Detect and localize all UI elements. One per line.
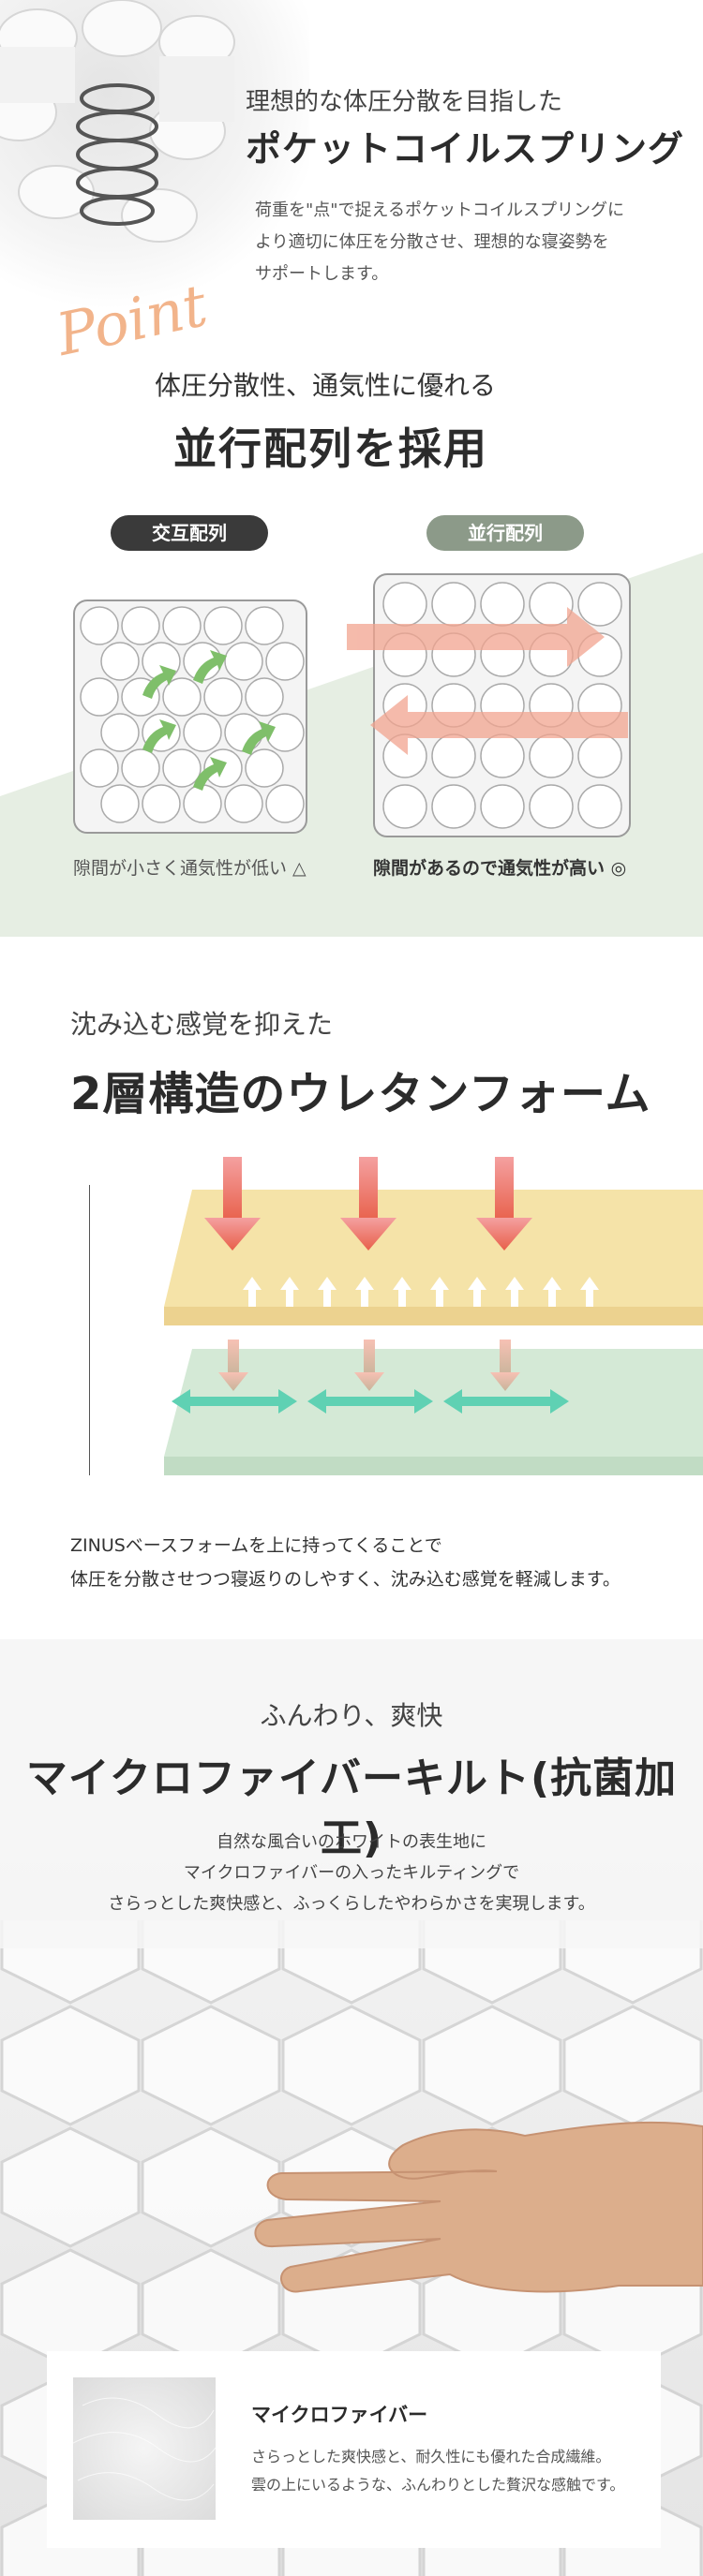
- top-foam-layer: [164, 1190, 703, 1307]
- quilt-description: 自然な風合いのホワイトの表生地に マイクロファイバーの入ったキルティングで さら…: [0, 1827, 703, 1919]
- microfiber-swatch-image: [73, 2377, 216, 2520]
- parallel-label-badge: 並行配列: [426, 515, 584, 551]
- microfiber-card-description: さらっとした爽快感と、耐久性にも優れた合成繊維。 雲の上にいるような、ふんわりと…: [251, 2443, 624, 2499]
- foam-description: ZINUSベースフォームを上に持ってくることで 体圧を分散させつつ寝返りのしやす…: [70, 1529, 621, 1596]
- foam-title: 2層構造のウレタンフォーム: [70, 1068, 651, 1120]
- coil-spring-photo: [0, 0, 309, 309]
- support-arrow-icon: [243, 1277, 599, 1307]
- arrangement-subtitle: 体圧分散性、通気性に優れる: [155, 370, 497, 401]
- foam-description-line: ZINUSベースフォームを上に持ってくることで: [70, 1535, 442, 1556]
- card-description-line: 雲の上にいるような、ふんわりとした贅沢な感触です。: [251, 2476, 625, 2494]
- urethane-foam-section: 沈み込む感覚を抑えた 2層構造のウレタンフォーム: [0, 937, 703, 1639]
- pressure-arrow-icon: [204, 1157, 532, 1251]
- quilt-description-line: 自然な風合いのホワイトの表生地に: [217, 1832, 486, 1852]
- coil-description-line: サポートします。: [255, 264, 389, 284]
- hand-photo: [254, 2121, 703, 2293]
- bottom-foam-layer: [164, 1349, 703, 1457]
- two-layer-foam-diagram: [89, 1157, 703, 1475]
- arrangement-title: 並行配列を採用: [173, 423, 488, 474]
- airflow-arrow-icon: [142, 650, 276, 791]
- card-description-line: さらっとした爽快感と、耐久性にも優れた合成繊維。: [251, 2448, 611, 2465]
- parallel-coil-diagram: [373, 573, 631, 837]
- microfiber-quilt-section: ふんわり、爽快 マイクロファイバーキルト(抗菌加工) 自然な風合いのホワイトの表…: [0, 1639, 703, 2576]
- staggered-caption: 隙間が小さく通気性が低い △: [73, 858, 307, 879]
- coil-description-line: より適切に体圧を分散させ、理想的な寝姿勢を: [255, 232, 609, 252]
- coil-title: ポケットコイルスプリング: [246, 128, 685, 170]
- foam-description-line: 体圧を分散させつつ寝返りのしやすく、沈み込む感覚を軽減します。: [70, 1569, 621, 1590]
- coil-description-line: 荷重を"点"で捉えるポケットコイルスプリングに: [255, 200, 625, 220]
- disperse-arrow-icon: [172, 1389, 569, 1414]
- foam-subtitle: 沈み込む感覚を抑えた: [70, 1009, 334, 1040]
- left-arrow-icon: [403, 712, 628, 738]
- microfiber-info-card: マイクロファイバー さらっとした爽快感と、耐久性にも優れた合成繊維。 雲の上にい…: [47, 2351, 661, 2548]
- coil-description: 荷重を"点"で捉えるポケットコイルスプリングに より適切に体圧を分散させ、理想的…: [255, 195, 667, 290]
- quilt-title: マイクロファイバーキルト(抗菌加工): [25, 1754, 678, 1862]
- coil-subtitle: 理想的な体圧分散を目指した: [246, 88, 563, 116]
- right-arrow-icon: [347, 624, 572, 650]
- quilt-description-line: マイクロファイバーの入ったキルティングで: [183, 1863, 520, 1883]
- staggered-coil-diagram: [73, 600, 307, 834]
- quilt-description-line: さらっとした爽快感と、ふっくらしたやわらかさを実現します。: [108, 1894, 595, 1914]
- quilt-subtitle: ふんわり、爽快: [260, 1700, 443, 1731]
- parallel-caption: 隙間があるので通気性が高い ◎: [373, 858, 627, 879]
- pocket-coil-section: 理想的な体圧分散を目指した ポケットコイルスプリング 荷重を"点"で捉えるポケッ…: [0, 0, 703, 937]
- airflow-arrows-horizontal: [347, 607, 628, 755]
- staggered-label-badge: 交互配列: [111, 515, 268, 551]
- microfiber-card-title: マイクロファイバー: [251, 2404, 428, 2426]
